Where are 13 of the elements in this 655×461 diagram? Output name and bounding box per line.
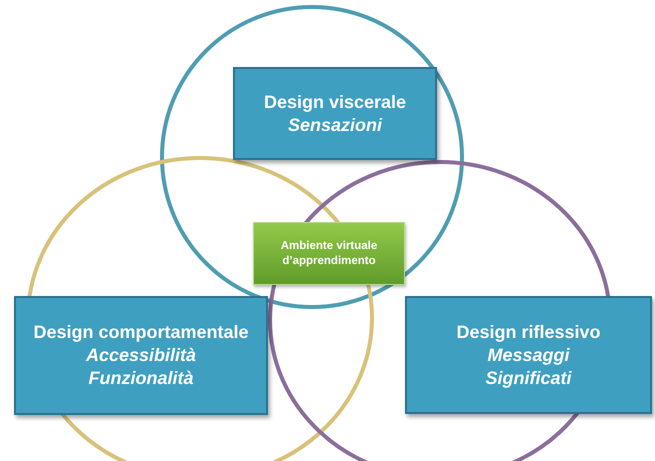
keyword: Accessibilità: [86, 344, 196, 367]
concept-box: [14, 296, 268, 415]
keyword: Sensazioni: [288, 114, 382, 136]
keyword: Significati: [485, 366, 572, 390]
concept-box: [233, 67, 437, 160]
label: Ambiente virtuale d’apprendimento: [280, 238, 378, 268]
concept-box: [405, 296, 652, 414]
heading: Design viscerale: [264, 90, 406, 114]
keyword: Messaggi: [487, 344, 570, 366]
keyword: Funzionalità: [88, 367, 194, 390]
heading: Design comportamentale: [33, 321, 249, 344]
heading: Design riflessivo: [456, 320, 601, 344]
central-box: [253, 222, 405, 285]
